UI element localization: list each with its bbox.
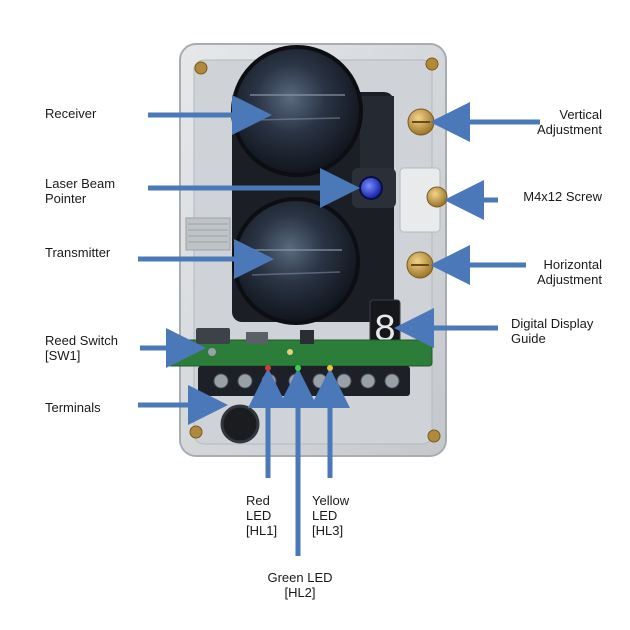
transmitter-label: Transmitter (45, 245, 111, 260)
callout-arrows (138, 95, 540, 556)
yellow-led (327, 365, 333, 371)
m4x12-screw-label: M4x12 Screw (523, 189, 602, 204)
laser-pointer-lens (359, 176, 383, 200)
vertical-adjustment-label: Vertical Adjustment (536, 107, 602, 137)
circuit-board (167, 328, 433, 367)
receiver-label: Receiver (45, 106, 97, 121)
adjustment-screws (399, 108, 448, 279)
laser-beam-pointer-label: Laser Beam Pointer (45, 176, 116, 206)
terminal-screw-icon (384, 373, 400, 389)
digital-display-guide-label: Digital Display Guide (511, 316, 594, 346)
corner-screw-icon (189, 425, 203, 439)
green-led-label: Green LED [HL2] (267, 570, 333, 600)
corner-screw-icon (427, 429, 441, 443)
terminal-screw-icon (213, 373, 229, 389)
horizontal-adjustment-label: Horizontal Adjustment (536, 257, 602, 287)
green-led (295, 365, 301, 371)
red-led (265, 365, 271, 371)
cable-gland (220, 404, 260, 444)
corner-screw-icon (425, 57, 439, 71)
corner-screw-icon (194, 61, 208, 75)
terminal-screw-icon (312, 373, 328, 389)
receiver-lens (231, 45, 363, 177)
terminals-label: Terminals (45, 400, 101, 415)
reed-switch-label: Reed Switch [SW1] (45, 333, 118, 363)
terminal-screw-icon (336, 373, 352, 389)
m4x12-screw (426, 186, 448, 208)
red-led-label: Red LED [HL1] (246, 493, 278, 538)
terminal-screw-icon (360, 373, 376, 389)
terminal-screw-icon (237, 373, 253, 389)
yellow-led-label: Yellow LED [HL3] (312, 493, 350, 538)
